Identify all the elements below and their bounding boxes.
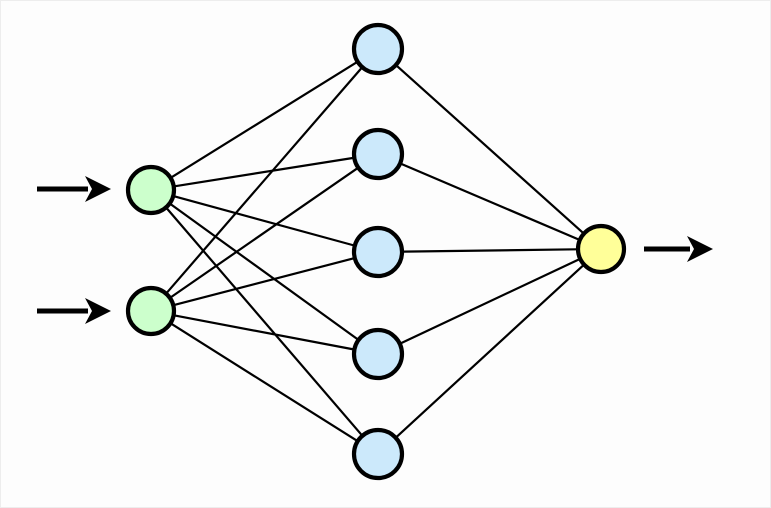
hidden-node-3[interactable] <box>351 225 405 279</box>
output-node-1[interactable] <box>575 223 627 275</box>
edge-i2-h3 <box>173 257 355 306</box>
nodes-group <box>125 22 627 481</box>
input-layer <box>125 164 177 337</box>
edge-i1-h5 <box>165 207 363 436</box>
edge-i1-h4 <box>169 203 359 341</box>
edge-i1-h3 <box>173 195 355 247</box>
edge-i2-h1 <box>166 67 363 294</box>
edge-h2-o1 <box>400 162 580 241</box>
input-node-1[interactable] <box>125 164 177 216</box>
input-arrow-2-head <box>85 298 111 324</box>
edge-i2-h5 <box>170 323 358 442</box>
input-node-2[interactable] <box>125 285 177 337</box>
hidden-node-5[interactable] <box>351 427 405 481</box>
edge-i1-h1 <box>170 61 358 179</box>
input-arrow-1-head <box>85 176 111 202</box>
hidden-node-1[interactable] <box>351 22 405 76</box>
input-arrow-2 <box>37 298 111 324</box>
edges-group <box>165 61 584 442</box>
edge-i2-h2 <box>170 167 359 299</box>
edge-h4-o1 <box>400 258 580 345</box>
edge-i2-h4 <box>174 314 354 351</box>
input-arrow-1 <box>37 176 111 202</box>
edge-h1-o1 <box>395 64 584 234</box>
hidden-layer <box>351 22 405 481</box>
output-arrow-1 <box>644 236 713 262</box>
hidden-node-4[interactable] <box>351 327 405 381</box>
edge-h5-o1 <box>395 264 584 438</box>
hidden-node-2[interactable] <box>351 127 405 181</box>
arrows-group <box>37 176 713 324</box>
output-layer <box>575 223 627 275</box>
output-arrow-1-head <box>687 236 713 262</box>
edge-h3-o1 <box>402 248 578 253</box>
edge-i1-h2 <box>174 156 354 188</box>
